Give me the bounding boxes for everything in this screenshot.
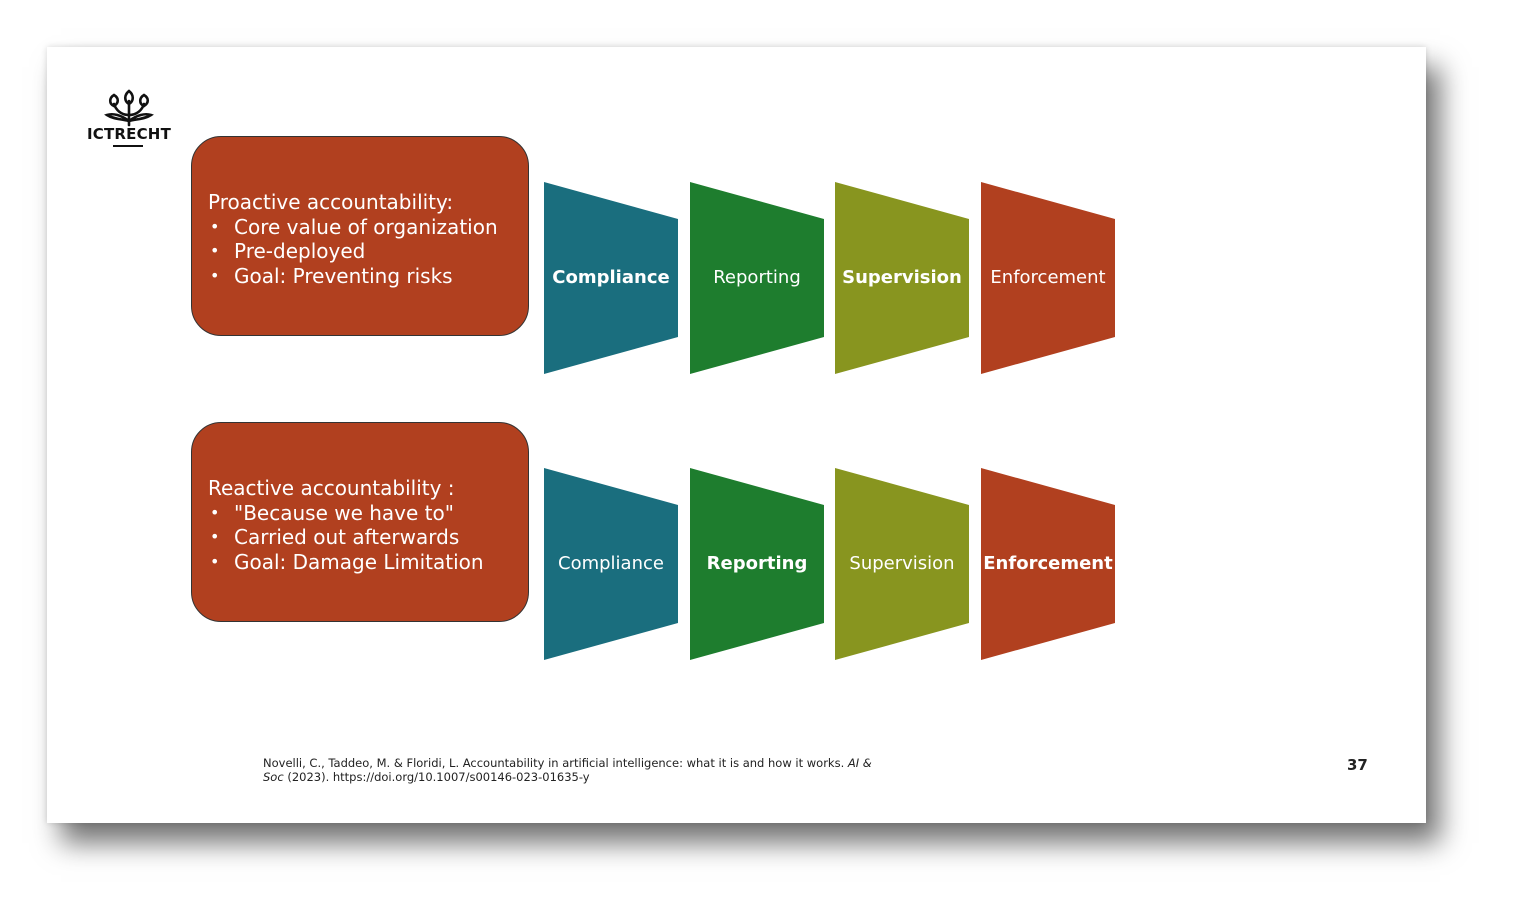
logo-wordmark: ICTRECHT [86, 125, 171, 143]
bullet-icon: • [210, 502, 220, 522]
reactive-bullets: • "Because we have to" • Carried out after… [208, 501, 528, 575]
logo-underline [113, 145, 143, 147]
bullet-icon: • [210, 216, 220, 236]
reactive-row: Reactive accountability : • "Because we h… [47, 421, 1426, 661]
compliance-shape [544, 182, 678, 374]
proactive-box: Proactive accountability: • Core value of… [191, 136, 529, 336]
supervision-shape [835, 182, 969, 374]
bullet-text: Carried out afterwards [234, 525, 460, 549]
reactive-stages: Compliance Reporting Supervision Enforce… [544, 421, 1116, 661]
bullet-icon: • [210, 265, 220, 285]
stage-label-supervision: Supervision [849, 553, 955, 574]
reporting-shape [690, 182, 824, 374]
citation-journal: AI & [847, 756, 872, 770]
bullet-item: • "Because we have to" [208, 501, 528, 526]
proactive-stages: Compliance Reporting Supervision Enforce… [544, 135, 1116, 375]
bullet-icon: • [210, 241, 220, 260]
bullet-icon: • [210, 527, 220, 546]
bullet-text: "Because we have to" [234, 500, 454, 525]
stage-label-enforcement: Enforcement [990, 267, 1106, 288]
enforcement-shape [981, 182, 1115, 374]
supervision-shape [835, 468, 969, 660]
bullet-item: • Pre-deployed [208, 239, 528, 264]
sprout-icon [104, 89, 154, 127]
proactive-row: Proactive accountability: • Core value of… [47, 135, 1426, 375]
citation-journal: Soc [263, 770, 284, 784]
bullet-item: • Core value of organization [208, 215, 528, 240]
bullet-item: • Carried out afterwards [208, 525, 528, 550]
bullet-item: • Goal: Preventing risks [208, 264, 528, 289]
ictrecht-logo: ICTRECHT [83, 85, 175, 149]
reactive-heading: Reactive accountability : [208, 476, 455, 500]
bullet-text: Goal: Damage Limitation [234, 549, 484, 574]
stage-label-compliance: Compliance [552, 267, 670, 288]
reporting-shape [690, 468, 824, 660]
reactive-stage-shapes [544, 468, 1115, 660]
slide: ICTRECHT Proactive accountability: • Core… [47, 47, 1426, 823]
proactive-stage-shapes [544, 182, 1115, 374]
bullet-text: Pre-deployed [234, 239, 366, 263]
proactive-heading: Proactive accountability: [208, 190, 454, 214]
page-number: 37 [1347, 756, 1368, 774]
stage-label-reporting: Reporting [713, 267, 801, 288]
citation-doi: (2023). https://doi.org/10.1007/s00146-0… [283, 770, 590, 784]
bullet-text: Core value of organization [234, 214, 498, 239]
citation-text: Novelli, C., Taddeo, M. & Floridi, L. Ac… [263, 756, 848, 770]
proactive-bullets: • Core value of organization • Pre-deploye… [208, 215, 528, 289]
citation: Novelli, C., Taddeo, M. & Floridi, L. Ac… [263, 756, 923, 784]
stage-label-enforcement: Enforcement [983, 553, 1113, 574]
reactive-box: Reactive accountability : • "Because we h… [191, 422, 529, 622]
compliance-shape [544, 468, 678, 660]
bullet-icon: • [210, 551, 220, 571]
stage-label-compliance: Compliance [558, 553, 664, 574]
bullet-item: • Goal: Damage Limitation [208, 550, 528, 575]
enforcement-shape [981, 468, 1115, 660]
bullet-text: Goal: Preventing risks [234, 263, 453, 288]
stage-label-reporting: Reporting [706, 553, 808, 574]
stage-label-supervision: Supervision [842, 267, 962, 288]
